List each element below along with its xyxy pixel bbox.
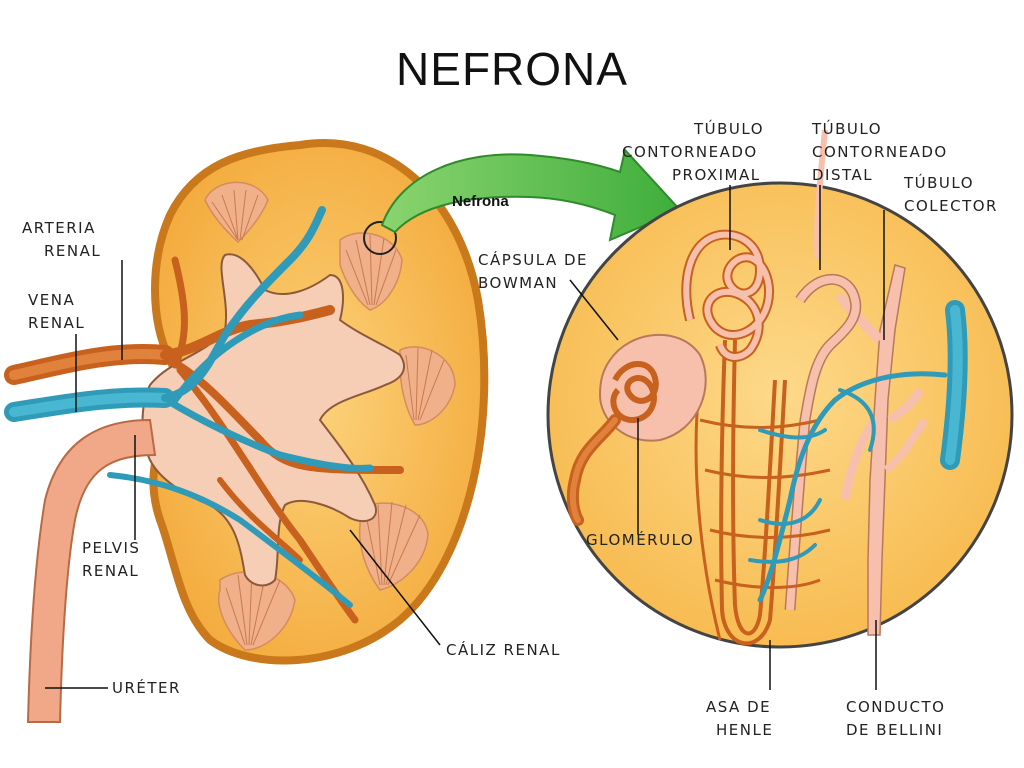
label-vena-renal-1: VENA <box>28 291 75 309</box>
nephron-location-marker <box>363 221 397 255</box>
label-tubulo-proximal-3: PROXIMAL <box>672 166 761 184</box>
label-conducto-bellini-2: DE BELLINI <box>846 721 943 739</box>
leader-lines <box>45 185 885 690</box>
nephron-detail <box>546 129 1014 649</box>
nephron-veins <box>748 300 968 603</box>
label-arteria-renal-2: RENAL <box>44 242 101 260</box>
loop-of-henle <box>719 339 787 646</box>
label-nefrona: Nefrona <box>452 193 509 210</box>
labels: ARTERIA RENAL VENA RENAL PELVIS RENAL UR… <box>22 119 998 739</box>
label-tubulo-distal-3: DISTAL <box>812 166 873 184</box>
collecting-duct <box>835 264 929 636</box>
label-capsula-bowman-2: BOWMAN <box>478 274 558 292</box>
label-tubulo-proximal-1: TÚBULO <box>693 119 764 138</box>
renal-vein <box>4 206 374 608</box>
kidney <box>141 139 489 665</box>
label-conducto-bellini-1: CONDUCTO <box>846 698 945 716</box>
label-tubulo-distal-2: CONTORNEADO <box>812 143 948 161</box>
label-tubulo-proximal-2: CONTORNEADO <box>622 143 758 161</box>
label-capsula-bowman-1: CÁPSULA DE <box>478 250 588 269</box>
page-title: NEFRONA <box>396 43 628 95</box>
label-arteria-renal-1: ARTERIA <box>22 219 96 237</box>
label-tubulo-distal-1: TÚBULO <box>811 119 882 138</box>
label-glomerulo: GLOMÉRULO <box>586 530 694 549</box>
label-pelvis-renal-1: PELVIS <box>82 539 140 557</box>
label-tubulo-colector-1: TÚBULO <box>903 173 974 192</box>
glomerulus <box>610 361 659 424</box>
label-pelvis-renal-2: RENAL <box>82 562 139 580</box>
label-vena-renal-2: RENAL <box>28 314 85 332</box>
ureter-tube <box>26 418 157 723</box>
label-tubulo-colector-2: COLECTOR <box>904 197 998 215</box>
label-ureter: URÉTER <box>112 678 181 697</box>
label-asa-henle-2: HENLE <box>716 721 773 739</box>
label-caliz-renal: CÁLIZ RENAL <box>446 640 561 659</box>
label-asa-henle-1: ASA DE <box>706 698 771 716</box>
